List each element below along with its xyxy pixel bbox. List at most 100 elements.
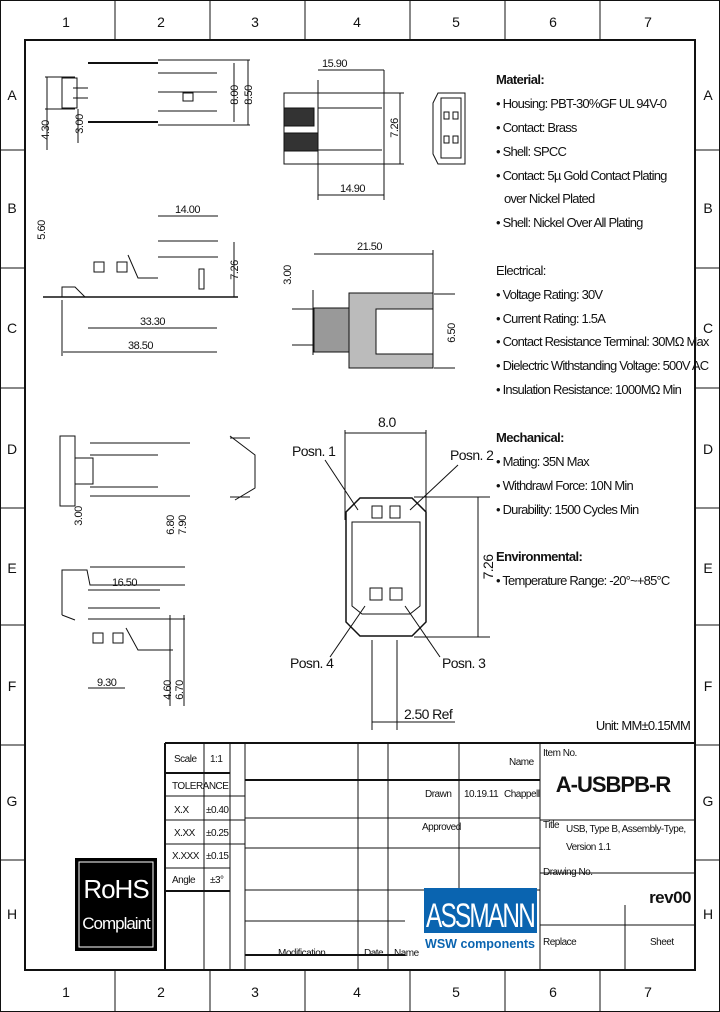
col-label: 3 (251, 14, 259, 30)
rohs-badge: RoHS Complaint (75, 858, 157, 951)
front-view-dimensions: 15.90 7.26 14.90 (322, 58, 401, 195)
col-label: 1 (62, 984, 70, 1000)
dim-label: 8.00 (229, 85, 241, 105)
row-label: H (7, 906, 17, 922)
mating-face-labels: 8.0 7.26 2.50 Ref Posn. 1 Posn. 2 Posn. … (290, 414, 496, 722)
dim-label: 3.00 (73, 506, 85, 526)
position-label: Posn. 2 (450, 447, 494, 463)
row-label: A (703, 87, 713, 103)
rohs-title: RoHS (83, 874, 149, 904)
revision: rev00 (649, 888, 691, 907)
row-label: E (703, 560, 712, 576)
dim-label: 2.50 Ref (404, 706, 453, 722)
side-view-dimensions: 14.00 5.60 7.26 33.30 38.50 (36, 204, 241, 352)
row-label: D (703, 441, 713, 457)
top-view-dimensions: 8.00 8.50 4.30 3.00 (40, 85, 255, 140)
spec-item: • Contact Resistance Terminal: 30MΩ Max (496, 334, 710, 349)
unit-note: Unit: MM±0.15MM (596, 718, 690, 733)
dim-label: 14.00 (175, 204, 200, 216)
tolerance-value: ±0.25 (206, 828, 229, 839)
dim-label: 6.50 (446, 323, 458, 343)
dim-label: 6.80 (165, 515, 177, 535)
title-label: Title (543, 820, 560, 831)
col-label: 5 (452, 984, 460, 1000)
section-view-dimensions: 21.50 3.00 6.50 (282, 241, 458, 343)
bottom-view-dimensions: 3.00 6.80 7.90 16.50 9.30 4.60 6.70 (73, 506, 189, 700)
inner-border (24, 39, 696, 971)
scale-label: Scale (174, 754, 197, 765)
dim-label: 14.90 (340, 183, 365, 195)
drawn-date: 10.19.11 (464, 789, 499, 800)
spec-item: • Contact: Brass (496, 120, 578, 135)
section-view-drawing (292, 250, 455, 369)
dim-label: 38.50 (128, 340, 153, 352)
col-label: 3 (251, 984, 259, 1000)
spec-heading: Electrical: (496, 263, 546, 278)
logo-brand: ASSMANN (426, 897, 534, 935)
row-label: H (703, 906, 713, 922)
dim-label: 9.30 (97, 677, 117, 689)
spec-item: • Housing: PBT-30%GF UL 94V-0 (496, 96, 667, 111)
dim-label: 4.60 (162, 680, 174, 700)
spec-item: • Current Rating: 1.5A (496, 311, 606, 326)
row-label: D (7, 441, 17, 457)
tolerance-value: ±0.15 (206, 851, 229, 862)
tolerance-key: X.X (174, 805, 189, 816)
rohs-subtitle: Complaint (82, 914, 151, 933)
drawn-name: Chappell (504, 789, 540, 800)
top-view-drawing (45, 59, 250, 150)
dim-label: 3.00 (282, 265, 294, 285)
modification-label: Modification (278, 948, 325, 959)
row-label: F (704, 678, 713, 694)
col-label: 7 (644, 14, 652, 30)
title-block: Scale 1:1 TOLERANCE X.X ±0.40 X.XX ±0.25… (164, 742, 695, 970)
dim-label: 7.26 (480, 554, 496, 580)
title-line-1: USB, Type B, Assembly-Type, (566, 824, 686, 835)
spec-item: • Temperature Range: -20°~+85°C (496, 573, 670, 588)
spec-item: • Durability: 1500 Cycles Min (496, 502, 639, 517)
spec-item: • Insulation Resistance: 1000MΩ Min (496, 382, 682, 397)
item-no-label: Item No. (543, 748, 577, 759)
assmann-logo: ASSMANN WSW components (424, 888, 537, 951)
logo-subtitle: WSW components (425, 936, 535, 951)
dim-label: 8.0 (378, 414, 396, 430)
spec-item: • Shell: SPCC (496, 144, 566, 159)
tolerance-value: ±0.40 (206, 805, 229, 816)
row-label: G (703, 793, 714, 809)
spec-item: • Withdrawl Force: 10N Min (496, 478, 633, 493)
position-label: Posn. 3 (442, 655, 486, 671)
drawn-label: Drawn (425, 789, 451, 800)
approved-label: Approved (422, 822, 461, 833)
dim-label: 7.26 (389, 118, 401, 138)
sheet-label: Sheet (650, 937, 674, 948)
tolerance-value: ±3° (210, 875, 224, 886)
col-label: 6 (549, 984, 557, 1000)
position-label: Posn. 1 (292, 443, 336, 459)
date-label: Date (364, 948, 384, 959)
spec-heading: Material: (496, 72, 544, 87)
row-label: G (7, 793, 18, 809)
title-line-2: Version 1.1 (566, 842, 611, 853)
spec-item: • Mating: 35N Max (496, 454, 590, 469)
spec-item: • Contact: 5µ Gold Contact Plating (496, 168, 667, 183)
name-column-label: Name (394, 948, 420, 959)
item-number: A-USBPB-R (556, 772, 672, 797)
name-label: Name (509, 757, 535, 768)
col-label: 6 (549, 14, 557, 30)
spec-item: • Dielectric Withstanding Voltage: 500V … (496, 358, 709, 373)
drawing-no-label: Drawing No. (543, 867, 593, 878)
tolerance-key: X.XX (174, 828, 196, 839)
row-label: A (7, 87, 17, 103)
dim-label: 16.50 (112, 577, 137, 589)
spec-item: over Nickel Plated (504, 191, 595, 206)
dim-label: 3.00 (74, 114, 86, 134)
row-label: C (7, 320, 17, 336)
row-label: E (7, 560, 16, 576)
mating-face-drawing (324, 430, 490, 730)
spec-item: • Voltage Rating: 30V (496, 287, 603, 302)
spec-heading: Environmental: (496, 549, 582, 564)
position-label: Posn. 4 (290, 655, 334, 671)
tolerance-key: X.XXX (172, 851, 200, 862)
